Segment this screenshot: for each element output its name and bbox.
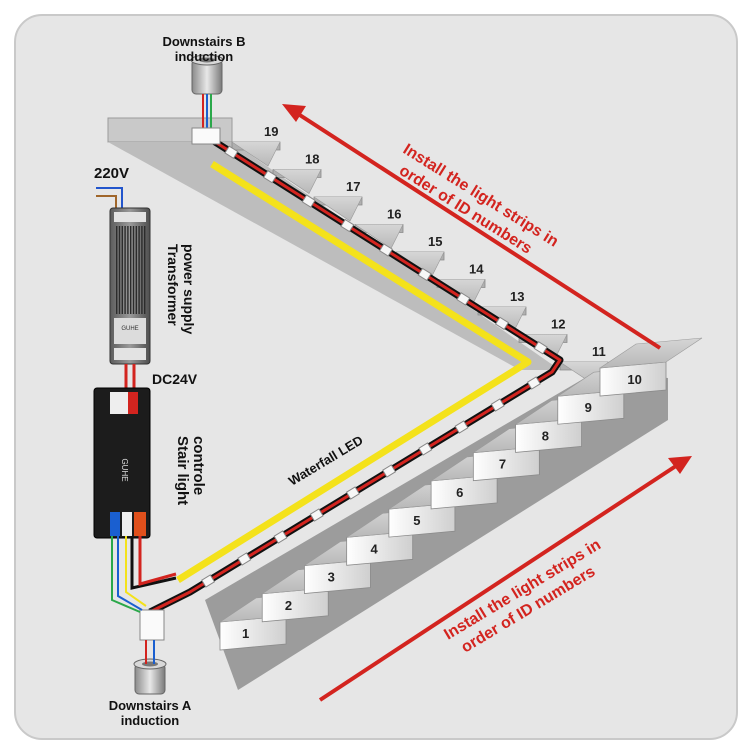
step-id-label: 5 [413, 513, 420, 528]
cable-connector [340, 218, 355, 233]
step-id-label: 8 [542, 428, 549, 443]
upper-step [231, 141, 281, 167]
upper-step [354, 224, 404, 249]
label-sensor-b: Downstairs B induction [162, 34, 245, 64]
label-install-bottom: Install the light strips in order of ID … [441, 536, 604, 656]
cable-connectors [201, 145, 548, 588]
label-sensor-b-line1: Downstairs B [162, 34, 245, 49]
lower-steps [219, 337, 703, 651]
step-id-label: 9 [585, 400, 592, 415]
cable-connector [273, 530, 288, 544]
cable-connector [201, 574, 216, 588]
arrow-top-icon [282, 104, 662, 350]
cable-connector [454, 420, 469, 434]
ac-input-wires [96, 187, 123, 210]
step-id-label: 11 [592, 344, 606, 359]
arrow-bottom-icon [318, 456, 692, 702]
label-power-supply-line1: Transformer [165, 244, 181, 326]
cable-connector [301, 194, 316, 208]
cable-connector [262, 169, 278, 184]
step-id-label: 1 [242, 626, 249, 641]
sensor-a-icon [133, 609, 167, 695]
cable-connector [533, 341, 548, 355]
label-sensor-b-line2: induction [175, 49, 234, 64]
label-controller-line1: Stair light [174, 436, 191, 505]
step-id-label: 15 [428, 234, 442, 249]
step-id-label: 13 [510, 289, 524, 304]
label-install-bottom-line1: Install the light strips in [441, 536, 604, 643]
cable-connector [345, 486, 360, 500]
cable-connector [418, 442, 433, 456]
step-id-label: 18 [305, 152, 319, 167]
label-sensor-a-line2: induction [121, 713, 180, 728]
step-id-label: 6 [456, 485, 463, 500]
main-cable [148, 137, 564, 616]
power-supply-unit: GUHE [109, 207, 151, 365]
label-power-supply: Transformer power supply [165, 244, 197, 334]
upper-step [436, 279, 486, 304]
label-controller-line2: controle [190, 436, 207, 495]
label-power-supply-line2: power supply [181, 244, 197, 334]
step-id-label: 2 [285, 598, 292, 613]
cable-connector [378, 243, 394, 257]
cable-connector [417, 267, 432, 282]
stair-light-controller: GUHE [93, 387, 151, 539]
cable-connector [237, 552, 252, 566]
lower-step [599, 337, 703, 397]
dc-wires [124, 364, 136, 392]
step-id-label: 17 [346, 179, 360, 194]
label-dc-output: DC24V [152, 371, 198, 387]
step-id-label: 14 [469, 262, 484, 277]
cable-connector [309, 508, 324, 522]
step-id-label: 16 [387, 207, 401, 222]
label-install-top: Install the light strips in order of ID … [396, 141, 561, 258]
cable-connector [224, 145, 239, 159]
psu-brand-text: GUHE [121, 326, 138, 332]
cable-connector [456, 292, 471, 306]
label-sensor-a: Downstairs A induction [109, 698, 192, 728]
step-id-label: 7 [499, 457, 506, 472]
cable-connector [494, 316, 510, 331]
controller-brand-text: GUHE [120, 458, 129, 481]
waterfall-led-strip [176, 161, 532, 583]
upper-step [272, 169, 322, 194]
label-controller: Stair light controle [174, 436, 207, 505]
cable-connector [490, 398, 505, 412]
upper-step [313, 196, 363, 222]
label-sensor-a-line1: Downstairs A [109, 698, 192, 713]
label-ac-input: 220V [94, 165, 129, 182]
step-id-label: 10 [627, 372, 641, 387]
cable-connector [382, 464, 397, 478]
sensor-b-icon [190, 54, 224, 145]
step-id-label: 3 [328, 570, 335, 585]
step-id-label: 19 [264, 124, 278, 139]
label-waterfall-led: Waterfall LED [286, 432, 366, 488]
step-id-label: 4 [370, 541, 378, 556]
controller-output-wires [111, 536, 177, 613]
step-id-label: 12 [551, 317, 565, 332]
cable-connector [526, 376, 541, 390]
